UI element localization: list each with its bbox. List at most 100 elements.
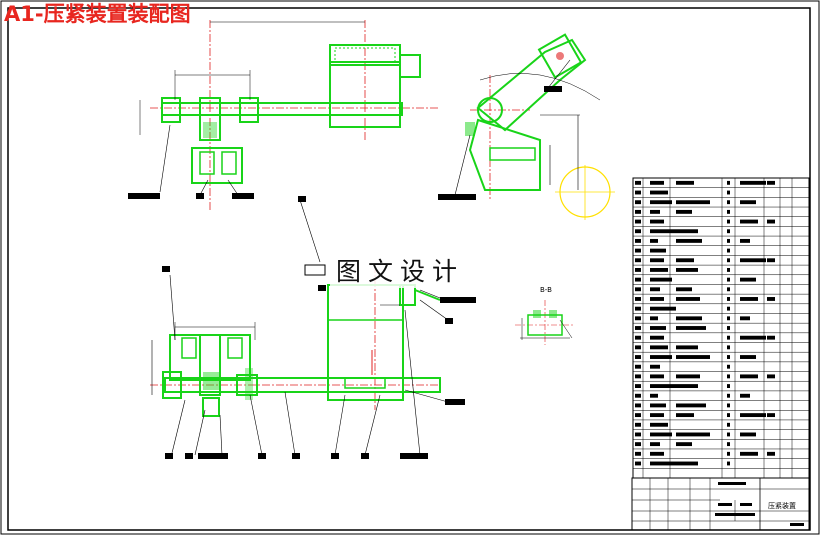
parts-list-code-mark — [650, 403, 666, 408]
parts-list-name-mark — [676, 355, 710, 359]
parts-list-code-mark — [650, 316, 658, 321]
parts-list-index-mark — [635, 393, 641, 398]
parts-list-code-mark — [650, 413, 664, 418]
parts-list-index-mark — [635, 432, 641, 437]
parts-list-code-mark — [650, 384, 676, 388]
parts-list-index-mark — [635, 180, 641, 185]
parts-list-code-mark — [650, 258, 664, 263]
parts-list-code-mark — [650, 200, 672, 205]
parts-list-name-mark — [676, 384, 698, 388]
parts-list-index-mark — [635, 229, 641, 234]
main-view-bottom — [150, 196, 476, 459]
parts-list-material-mark — [740, 413, 766, 418]
parts-list-index-mark — [635, 364, 641, 369]
parts-list-code-mark — [650, 442, 660, 447]
parts-list-index-mark — [635, 190, 641, 195]
parts-list-material-mark — [740, 219, 758, 224]
section-label: B-B — [540, 286, 552, 294]
parts-list-index-mark — [635, 335, 641, 340]
parts-list-weight-mark — [767, 297, 775, 301]
parts-list-index-mark — [635, 316, 641, 321]
parts-list-qty-mark — [727, 297, 730, 301]
parts-list-weight-mark — [767, 258, 775, 263]
parts-list-index-mark — [635, 258, 641, 263]
parts-list-code-mark — [650, 364, 660, 369]
parts-list-weight-mark — [767, 374, 775, 379]
parts-list-index-mark — [635, 248, 641, 253]
parts-list-index-mark — [635, 238, 641, 243]
parts-list-qty-mark — [727, 442, 730, 447]
parts-list-weight-mark — [767, 335, 775, 340]
section-view-bb: B-B — [515, 286, 575, 345]
parts-list-material-mark — [740, 432, 756, 437]
parts-list-index-mark — [635, 374, 641, 379]
parts-list-material-mark — [740, 335, 766, 340]
parts-list-material-mark — [740, 180, 766, 185]
parts-list-index-mark — [635, 209, 641, 214]
parts-list-name-mark — [676, 345, 698, 350]
parts-list-code-mark — [650, 238, 658, 243]
drawing-title: A1-压紧装置装配图 — [4, 2, 191, 26]
parts-list-code-mark — [650, 461, 676, 466]
parts-list-name-mark — [676, 287, 692, 292]
parts-list-qty-mark — [727, 219, 730, 224]
parts-list-index-mark — [635, 200, 641, 205]
parts-list-name-mark — [676, 461, 698, 466]
parts-list-code-mark — [650, 306, 676, 311]
front-view-top — [128, 20, 440, 210]
parts-list-code-mark — [650, 345, 668, 350]
parts-list-name-mark — [676, 413, 694, 418]
parts-list-index-mark — [635, 422, 641, 427]
parts-list-index-mark — [635, 451, 641, 456]
parts-list-qty-mark — [727, 413, 730, 418]
title-block-name: 压紧装置 — [768, 501, 796, 510]
parts-list-name-mark — [676, 297, 700, 301]
parts-list-qty-mark — [727, 238, 730, 243]
watermark: 图文设计 — [330, 252, 471, 288]
parts-list-name-mark — [676, 209, 692, 214]
parts-list-name-mark — [676, 374, 700, 379]
parts-list-qty-mark — [727, 316, 730, 321]
parts-list-qty-mark — [727, 200, 730, 205]
parts-list — [632, 177, 810, 479]
parts-list-code-mark — [650, 248, 666, 253]
parts-list-name-mark — [676, 316, 702, 321]
parts-list-name-mark — [676, 200, 710, 205]
parts-list-code-mark — [650, 219, 664, 224]
parts-list-material-mark — [740, 238, 750, 243]
parts-list-index-mark — [635, 461, 641, 466]
side-view-top — [438, 33, 615, 220]
parts-list-weight-mark — [767, 219, 775, 224]
parts-list-code-mark — [650, 374, 664, 379]
parts-list-code-mark — [650, 180, 664, 185]
parts-list-code-mark — [650, 422, 668, 427]
parts-list-qty-mark — [727, 384, 730, 388]
parts-list-qty-mark — [727, 432, 730, 437]
parts-list-weight-mark — [767, 413, 775, 418]
parts-list-index-mark — [635, 345, 641, 350]
parts-list-qty-mark — [727, 422, 730, 427]
parts-list-name-mark — [676, 403, 706, 408]
parts-list-index-mark — [635, 413, 641, 418]
parts-list-material-mark — [740, 258, 766, 263]
parts-list-name-mark — [676, 432, 710, 437]
parts-list-code-mark — [650, 287, 660, 292]
parts-list-material-mark — [740, 277, 756, 282]
parts-list-qty-mark — [727, 451, 730, 456]
parts-list-weight-mark — [767, 180, 775, 185]
parts-list-qty-mark — [727, 393, 730, 398]
parts-list-material-mark — [740, 374, 758, 379]
parts-list-index-mark — [635, 403, 641, 408]
parts-list-name-mark — [676, 268, 698, 272]
parts-list-code-mark — [650, 335, 664, 340]
parts-list-qty-mark — [727, 326, 730, 330]
parts-list-index-mark — [635, 297, 641, 301]
inner-frame — [7, 7, 811, 531]
parts-list-index-mark — [635, 306, 641, 311]
parts-list-index-mark — [635, 277, 641, 282]
parts-list-index-mark — [635, 442, 641, 447]
parts-list-code-mark — [650, 432, 672, 437]
parts-list-material-mark — [740, 200, 756, 205]
